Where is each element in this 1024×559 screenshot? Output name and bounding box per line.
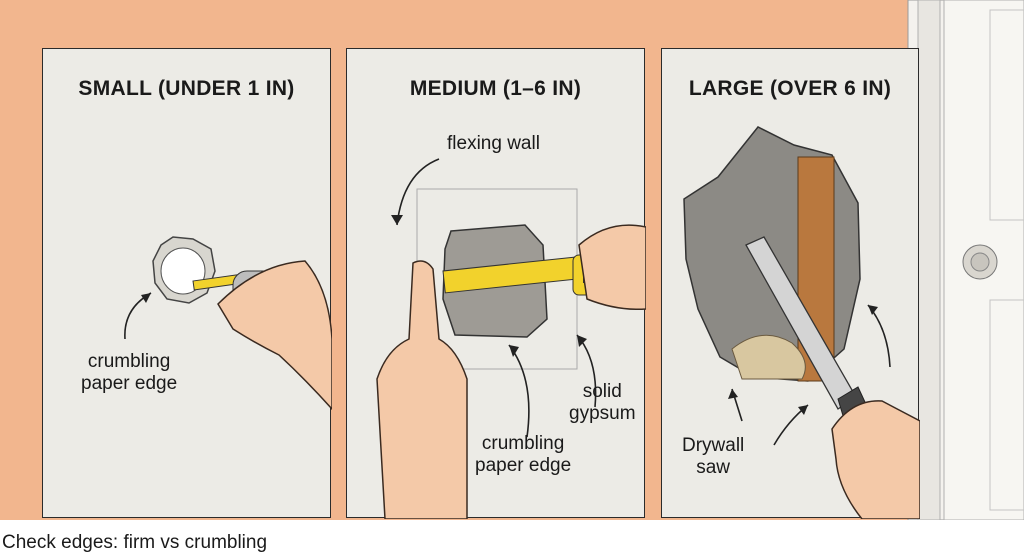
panel-large: LARGE (OVER 6 IN) Drywall saw [661, 48, 920, 519]
panel-title-medium: MEDIUM (1–6 IN) [409, 77, 582, 100]
small-hole-illustration [124, 236, 332, 411]
large-hole-illustration [683, 126, 920, 519]
label-crumbling-edge-small: crumbling paper edge [81, 351, 178, 394]
caption: Check edges: firm vs crumbling [2, 532, 268, 553]
panel-title-small: SMALL (UNDER 1 IN) [78, 77, 295, 100]
label-flexing-wall: flexing wall [447, 133, 540, 154]
label-solid-gypsum: solid gypsum [569, 381, 636, 424]
panel-title-large: LARGE (OVER 6 IN) [688, 77, 892, 100]
panel-small: SMALL (UNDER 1 IN) crumbling paper edge [42, 48, 332, 518]
label-drywall-saw: Drywall saw [682, 435, 745, 478]
panel-medium: MEDIUM (1–6 IN) flexing wall solid gypsu… [346, 48, 646, 519]
medium-hole-illustration [376, 158, 646, 519]
illustration-scene: SMALL (UNDER 1 IN) crumbling paper edge … [0, 0, 1024, 520]
label-crumbling-edge-medium: crumbling paper edge [475, 433, 572, 476]
